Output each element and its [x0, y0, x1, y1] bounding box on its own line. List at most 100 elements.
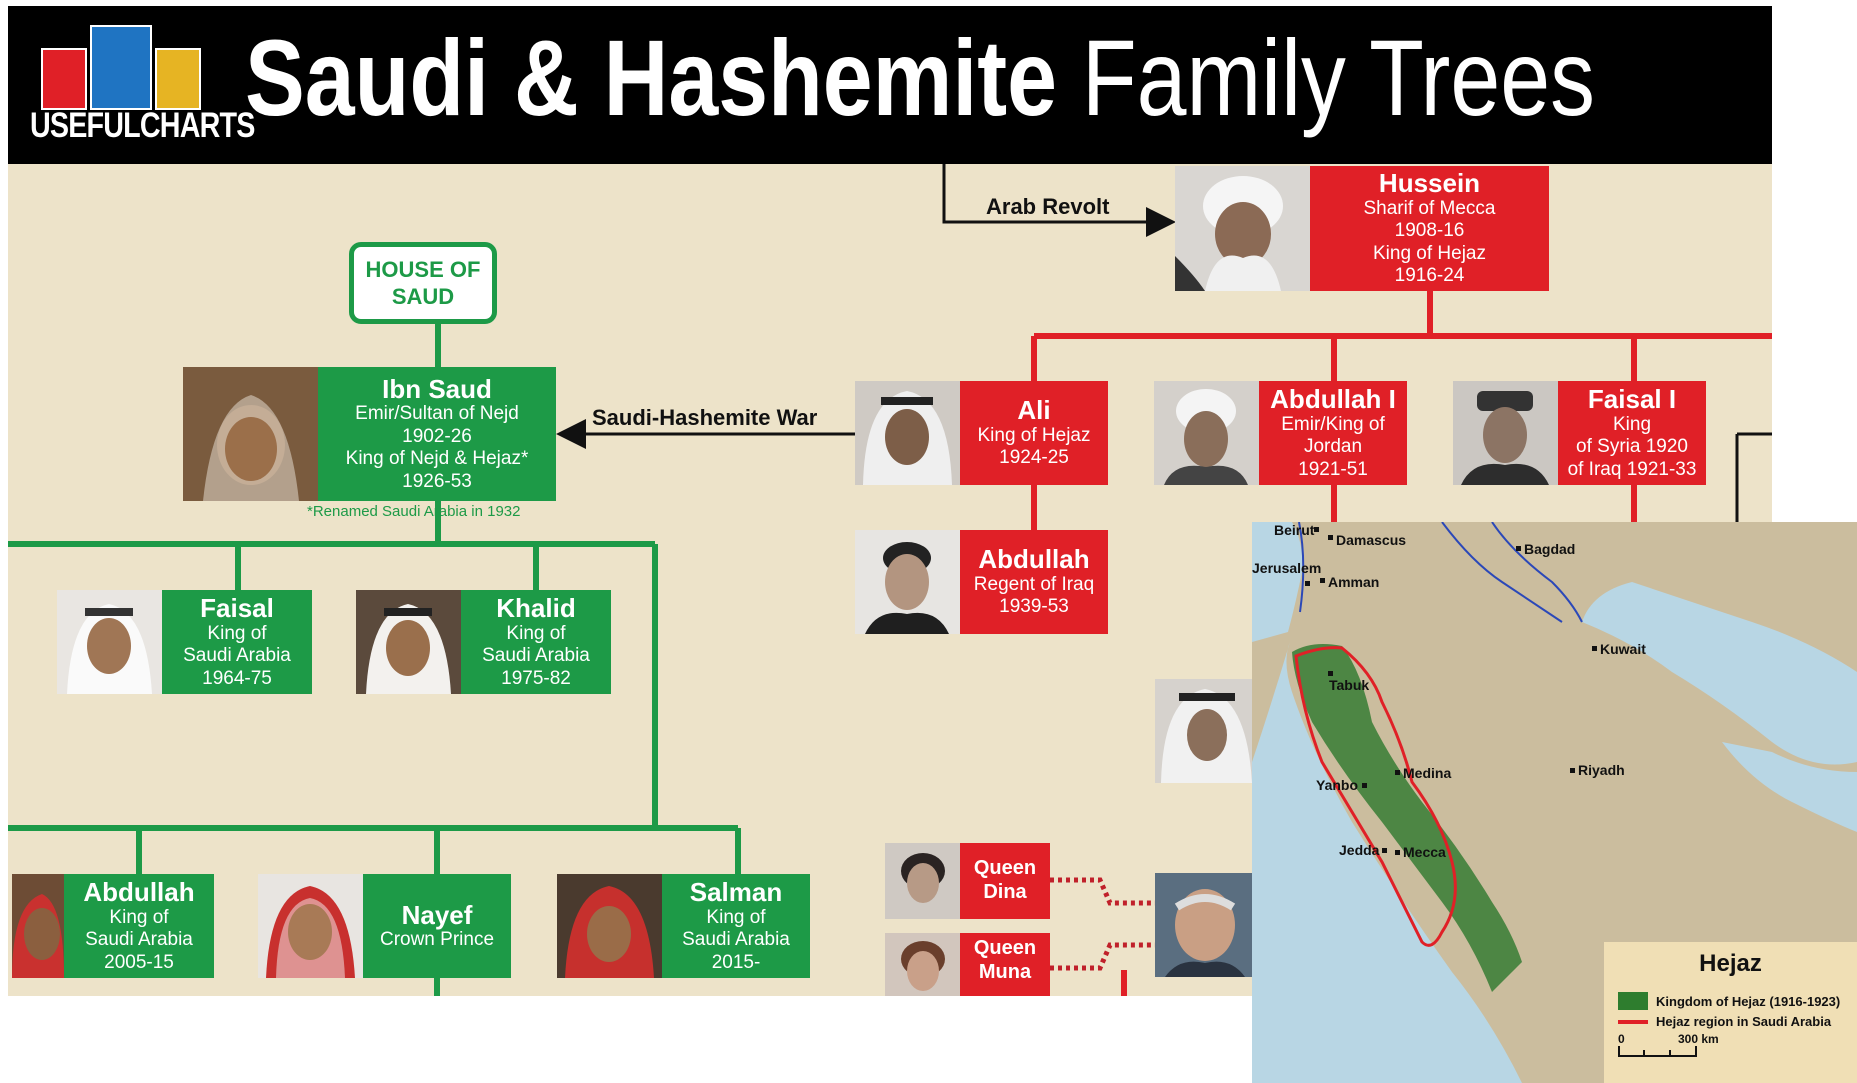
abdullah-i-line: Emir/King of	[1281, 413, 1385, 435]
city-label: Jerusalem	[1252, 560, 1322, 576]
abdullah-regent-line: 1939-53	[999, 596, 1069, 618]
ibn-saud-line: 1926-53	[402, 470, 472, 492]
ali-portrait	[855, 381, 960, 485]
abdullah-line: King of	[109, 906, 169, 928]
salman-box: Salman King of Saudi Arabia 2015-	[662, 874, 810, 978]
faisal-i-line: King	[1612, 413, 1652, 435]
city-label: Bagdad	[1524, 541, 1576, 557]
salman-line: King of	[706, 906, 766, 928]
logo-red-bar	[41, 48, 87, 110]
nayef-line: Crown Prince	[379, 929, 495, 951]
ibn-saud-line: 1902-26	[402, 425, 472, 447]
abdullah-regent-portrait	[855, 530, 960, 634]
salman-portrait	[557, 874, 662, 978]
abdullah-regent-line: Regent of Iraq	[973, 573, 1095, 595]
abdullah-regent-box: Abdullah Regent of Iraq 1939-53	[960, 530, 1108, 634]
hussein-line: Sharif of Mecca	[1363, 197, 1496, 219]
scale-end: 300 km	[1678, 1032, 1719, 1046]
header-banner	[8, 6, 1772, 164]
logo-blue-bar	[90, 25, 152, 110]
green-swatch	[1618, 992, 1648, 1010]
abdullah-i-portrait	[1154, 381, 1259, 485]
saud-lines	[8, 322, 741, 996]
ibn-saud-line: Emir/Sultan of Nejd	[355, 403, 519, 425]
faisal-line: King of	[207, 622, 267, 644]
faisal-name: Faisal	[200, 593, 274, 624]
queen-dina-box: Queen Dina	[960, 843, 1050, 919]
legend-title: Hejaz	[1699, 950, 1762, 977]
city-label: Damascus	[1336, 532, 1407, 548]
house-of-saud-box: HOUSE OF SAUD	[349, 242, 497, 324]
queen-muna-line1: Queen	[973, 937, 1037, 959]
ibn-saud-name: Ibn Saud	[382, 373, 492, 404]
arab-revolt-label: Arab Revolt	[986, 194, 1110, 219]
ali-line: King of Hejaz	[977, 424, 1091, 446]
legend-label: Hejaz region in Saudi Arabia	[1656, 1014, 1832, 1029]
city-label: Kuwait	[1600, 641, 1646, 657]
salman-name: Salman	[689, 877, 783, 908]
hussein-portrait	[1175, 166, 1310, 291]
khalid-line: Saudi Arabia	[482, 645, 590, 667]
house-line1: HOUSE OF	[365, 256, 481, 282]
city-label: Tabuk	[1329, 677, 1370, 693]
city-label: Jedda	[1339, 842, 1380, 858]
ibn-saud-portrait	[183, 367, 318, 501]
khalid-box: Khalid King of Saudi Arabia 1975-82	[461, 590, 611, 694]
scale-start: 0	[1618, 1032, 1625, 1046]
faisal-i-line: of Iraq 1921-33	[1567, 458, 1697, 480]
nayef-name: Nayef	[401, 899, 473, 930]
abdullah-i-box: Abdullah I Emir/King of Jordan 1921-51	[1259, 381, 1407, 485]
logo-yellow-bar	[155, 48, 201, 110]
renamed-footnote: *Renamed Saudi Arabia in 1932	[307, 503, 521, 520]
abdullah-i-line: 1921-51	[1298, 458, 1368, 480]
page-title: Saudi & Hashemite Family Trees	[245, 24, 1595, 132]
hashemite-lines	[1031, 291, 1772, 996]
queen-muna-line2: Muna	[978, 960, 1032, 983]
abdullah-portrait	[12, 874, 64, 978]
marriage-lines	[1050, 877, 1155, 971]
legend-item-region: Hejaz region in Saudi Arabia	[1618, 1014, 1831, 1029]
faisal-i-portrait	[1453, 381, 1558, 485]
talal-portrait	[1155, 679, 1252, 783]
nayef-box: Nayef Crown Prince	[363, 874, 511, 978]
khalid-line: 1975-82	[501, 667, 571, 689]
city-label: Medina	[1403, 765, 1452, 781]
faisal-portrait	[57, 590, 162, 694]
faisal-line: Saudi Arabia	[183, 645, 291, 667]
ali-box: Ali King of Hejaz 1924-25	[960, 381, 1108, 485]
house-line2: SAUD	[391, 284, 455, 309]
arab-revolt-arrow	[942, 164, 1176, 237]
salman-line: 2015-	[711, 951, 761, 973]
title-bold: Saudi & Hashemite	[245, 17, 1057, 138]
ali-line: 1924-25	[999, 447, 1069, 469]
legend-item-kingdom: Kingdom of Hejaz (1916-1923)	[1618, 992, 1840, 1010]
logo-wordmark[interactable]: USEFULCHARTS	[30, 106, 255, 145]
queen-dina-line2: Dina	[983, 881, 1027, 903]
hejaz-map: Beirut Damascus Bagdad Jerusalem Amman K…	[1252, 522, 1857, 1083]
abdullah-i-line: Jordan	[1303, 436, 1363, 458]
queen-dina-line1: Queen	[973, 857, 1037, 880]
red-swatch	[1618, 1019, 1648, 1024]
abdullah-i-name: Abdullah I	[1270, 384, 1396, 415]
faisal-box: Faisal King of Saudi Arabia 1964-75	[162, 590, 312, 694]
legend-label: Kingdom of Hejaz (1916-1923)	[1656, 993, 1841, 1009]
city-label: Beirut	[1274, 522, 1315, 538]
hussein-box: Hussein Sharif of Mecca 1908-16 King of …	[1310, 166, 1549, 291]
faisal-line: 1964-75	[202, 667, 272, 689]
hussein-name: Hussein	[1378, 168, 1481, 199]
salman-line: Saudi Arabia	[682, 929, 790, 951]
map-legend: Hejaz Kingdom of Hejaz (1916-1923) Hejaz…	[1604, 942, 1857, 1083]
city-label: Mecca	[1403, 844, 1446, 860]
war-label: Saudi-Hashemite War	[592, 405, 818, 430]
abdullah-box: Abdullah King of Saudi Arabia 2005-15	[64, 874, 214, 978]
hussein-line: King of Hejaz	[1372, 242, 1486, 264]
queen-muna-box: Queen Muna	[960, 933, 1050, 996]
abdullah-regent-name: Abdullah	[978, 544, 1090, 575]
hussein-line: 1916-24	[1394, 265, 1465, 287]
abdullah-name: Abdullah	[83, 877, 195, 908]
title-light: Family Trees	[1081, 17, 1595, 138]
scale-bar	[1618, 1046, 1697, 1057]
ibn-saud-box: Ibn Saud Emir/Sultan of Nejd 1902-26 Kin…	[318, 367, 556, 501]
queen-dina-portrait	[885, 843, 960, 919]
